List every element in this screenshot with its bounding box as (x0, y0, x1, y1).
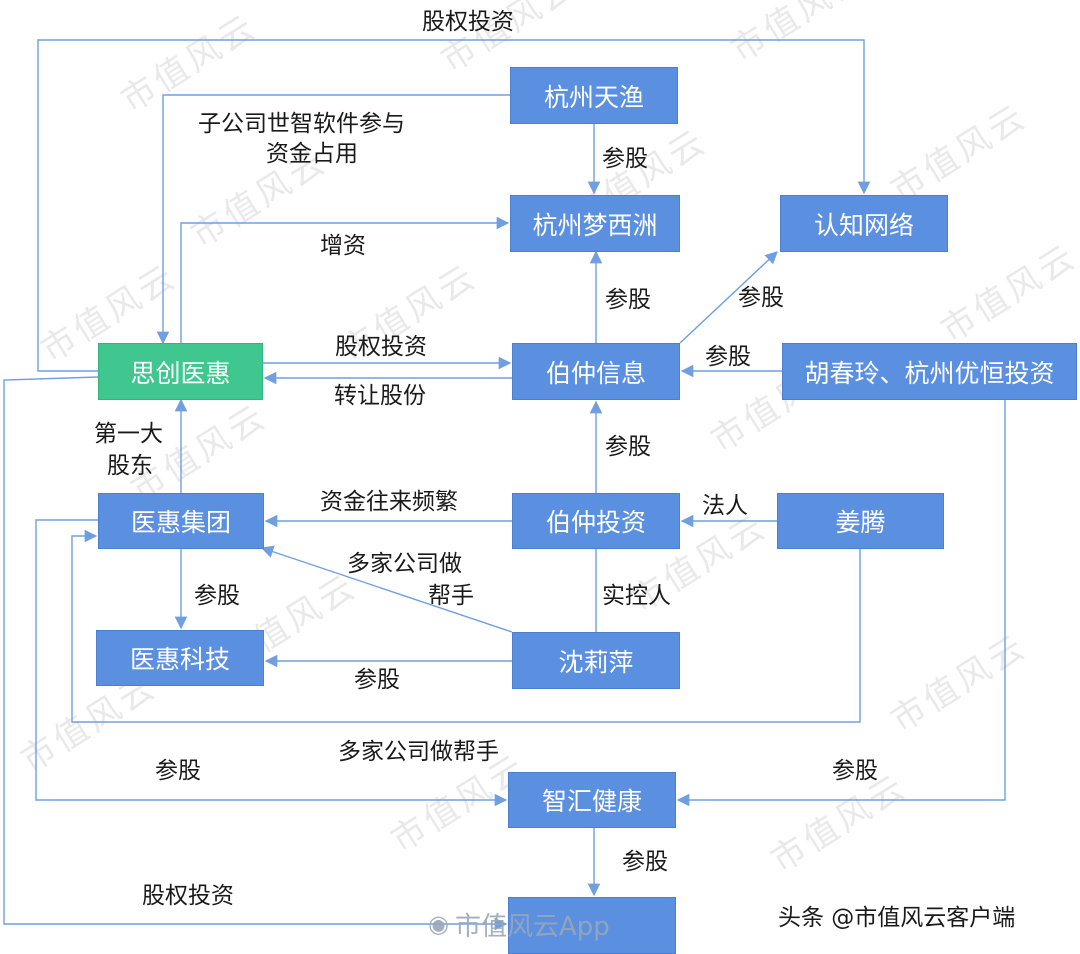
label-actual-controller: 实控人 (602, 583, 671, 609)
label-many-help-bottom: 多家公司做帮手 (338, 739, 499, 765)
edge-sichuang-bottom (3, 376, 508, 931)
weibo-icon: ◉ (428, 910, 449, 938)
edge-xinxi-renzhi (679, 251, 778, 344)
label-shen-tech: 参股 (354, 667, 400, 693)
edge-sichuang-mengxizhou (180, 216, 510, 343)
edge-shen-group (260, 545, 513, 633)
label-capital-increase: 增资 (320, 233, 366, 259)
label-touzi-xinxi: 参股 (605, 434, 651, 460)
node-shen-liping: 沈莉萍 (512, 632, 680, 689)
label-largest-holder-line1: 第一大 (94, 421, 163, 447)
label-bottom-equity: 股权投资 (142, 883, 234, 909)
node-yihui-group: 医惠集团 (98, 493, 264, 549)
label-subsidiary-line2: 资金占用 (266, 141, 358, 167)
label-many-help-line2: 帮手 (428, 583, 474, 609)
source-credit: 头条 @市值风云客户端 (778, 905, 1016, 931)
label-xinxi-renzhi: 参股 (738, 285, 784, 311)
app-watermark: ◉ 市值风云App (428, 904, 610, 944)
node-jiang-teng: 姜腾 (777, 493, 944, 549)
node-yihui-tech: 医惠科技 (96, 630, 264, 686)
label-legal-person: 法人 (702, 493, 748, 519)
node-hz-mengxizhou: 杭州梦西洲 (510, 195, 680, 252)
label-right-stake: 参股 (832, 758, 878, 784)
node-hu-chunling: 胡春玲、杭州优恒投资 (782, 343, 1077, 400)
edge-group-zhihui (35, 519, 508, 807)
label-left-stake: 参股 (155, 758, 201, 784)
edge-tianyu-sichuang (156, 94, 510, 345)
node-bozhong-touzi: 伯仲投资 (512, 493, 680, 549)
label-transfer-shares: 转让股份 (334, 383, 426, 409)
node-sichuang: 思创医惠 (98, 343, 263, 400)
label-top-equity: 股权投资 (422, 9, 514, 35)
edge-hu-zhihui (676, 398, 1006, 807)
label-many-help-line1: 多家公司做 (347, 551, 462, 577)
label-tianyu-mengxizhou: 参股 (602, 146, 648, 172)
node-hz-tianyu: 杭州天渔 (510, 67, 678, 124)
label-group-tech: 参股 (194, 583, 240, 609)
node-zhihui: 智汇健康 (508, 772, 676, 828)
node-bottom-company (508, 897, 676, 954)
label-subsidiary-line1: 子公司世智软件参与 (198, 111, 405, 137)
label-frequent-funds: 资金往来频繁 (320, 489, 458, 515)
app-watermark-text: 市值风云App (454, 911, 610, 942)
node-renzhi: 认知网络 (780, 195, 948, 252)
edge-jiang-group (71, 529, 861, 723)
edge-sichuang-renzhi (37, 39, 871, 372)
label-hu-xinxi: 参股 (705, 344, 751, 370)
node-bozhong-xinxi: 伯仲信息 (512, 343, 680, 400)
label-equity-invest: 股权投资 (335, 334, 427, 360)
label-xinxi-mengxizhou: 参股 (605, 287, 651, 313)
label-largest-holder-line2: 股东 (107, 453, 153, 479)
label-zhihui-stake: 参股 (622, 849, 668, 875)
